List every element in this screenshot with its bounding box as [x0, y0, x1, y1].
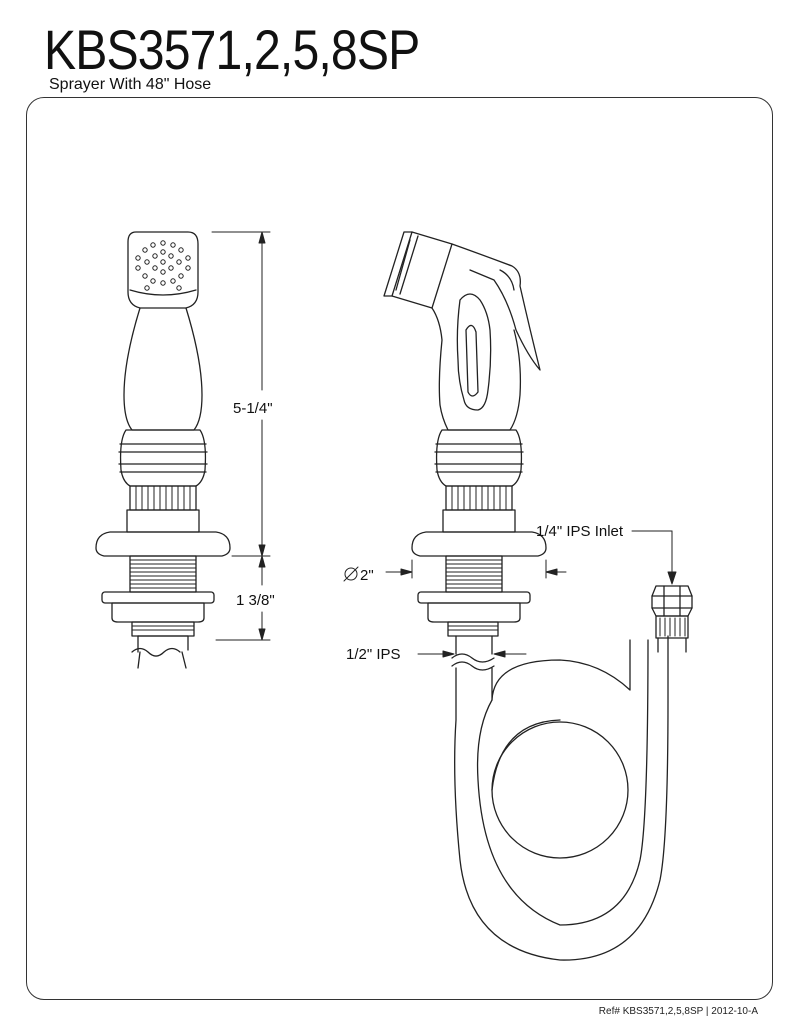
side-view-sprayer: [383, 231, 547, 671]
thread-length-label: 1 3/8": [236, 592, 275, 609]
drawing-frame: [26, 97, 773, 1000]
side-base-flange: [411, 531, 547, 557]
front-handle-body: [123, 307, 203, 431]
model-number-title: KBS3571,2,5,8SP: [44, 18, 420, 81]
front-head-outline: [127, 231, 199, 309]
front-head-lower-edge: [129, 289, 197, 296]
front-mounting-nut: [101, 591, 215, 604]
front-hose-break: [131, 647, 181, 657]
inlet-label: 1/4" IPS Inlet: [536, 523, 624, 540]
side-collar: [435, 429, 523, 487]
coiled-hose: [454, 635, 669, 961]
base-diameter-label: 2": [360, 567, 374, 584]
height-dimension: [211, 231, 271, 557]
side-hose-break: [451, 653, 495, 663]
front-ribbed-neck: [129, 485, 197, 511]
height-dimension-label: 5-1/4": [233, 400, 273, 417]
thread-length-dimension: [215, 555, 271, 641]
front-base-flange: [95, 531, 231, 557]
hose-inlet-fitting: [651, 585, 693, 653]
side-ribbed-neck: [445, 485, 513, 511]
inlet-leader: [631, 530, 677, 585]
shank-ips-dimension: [417, 650, 527, 658]
front-collar: [119, 429, 207, 487]
shank-ips-label: 1/2" IPS: [346, 646, 401, 663]
product-description: Sprayer With 48" Hose: [49, 76, 212, 93]
side-threaded-shank: [445, 555, 503, 593]
side-nozzle: [383, 231, 413, 297]
spray-nozzle-holes: [135, 240, 191, 291]
reference-number: Ref# KBS3571,2,5,8SP | 2012-10-A: [598, 1006, 758, 1017]
front-threaded-shank: [129, 555, 197, 593]
side-mounting-nut: [417, 591, 531, 604]
base-diameter-dimension: [343, 559, 567, 582]
side-trigger: [451, 243, 541, 371]
side-handle-body: [431, 307, 522, 431]
front-view-sprayer: [95, 231, 231, 669]
